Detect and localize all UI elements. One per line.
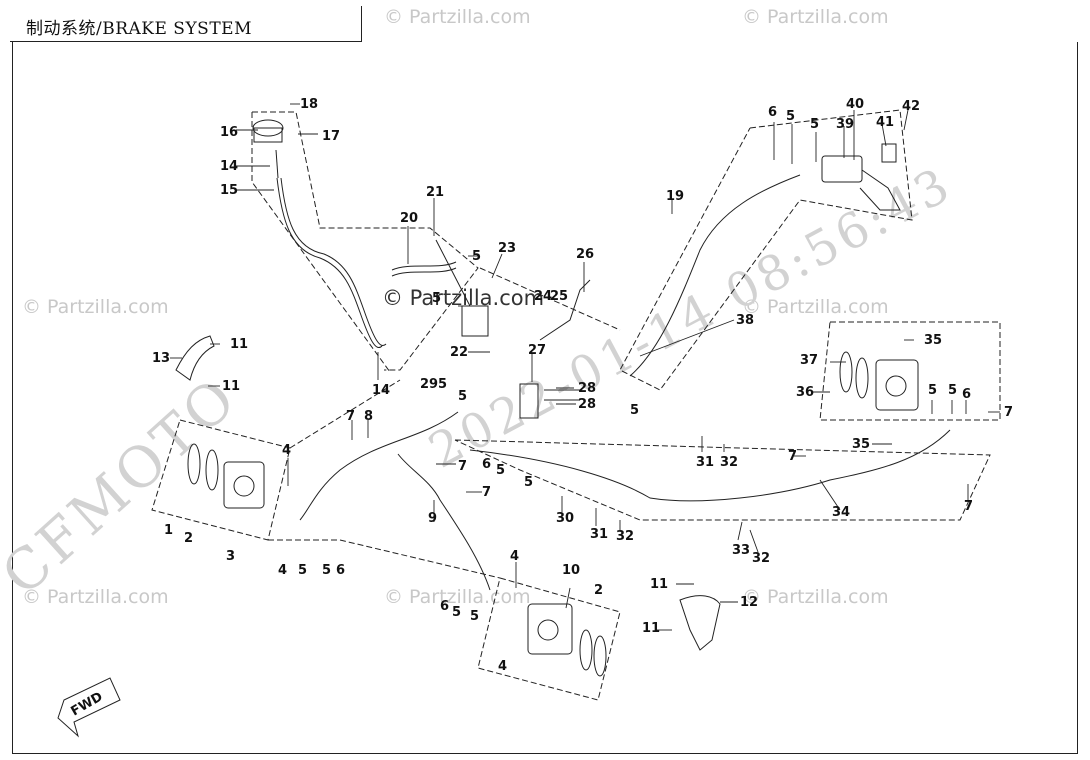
part-callout-25: 25 <box>550 289 568 304</box>
part-callout-31: 31 <box>590 527 608 542</box>
direction-arrow-label: FWD <box>69 689 106 719</box>
part-callout-28: 28 <box>578 381 596 396</box>
part-callout-31: 31 <box>696 455 714 470</box>
part-callout-7: 7 <box>788 449 797 464</box>
part-callout-38: 38 <box>736 313 754 328</box>
part-callout-7: 7 <box>458 459 467 474</box>
part-callout-29: 29 <box>420 377 438 392</box>
part-callout-4: 4 <box>282 443 291 458</box>
part-callout-4: 4 <box>510 549 519 564</box>
part-callout-6: 6 <box>336 563 345 578</box>
part-callout-4: 4 <box>498 659 507 674</box>
part-callout-27: 27 <box>528 343 546 358</box>
part-callout-5: 5 <box>928 383 937 398</box>
part-callout-37: 37 <box>800 353 818 368</box>
part-callout-6: 6 <box>482 457 491 472</box>
part-callout-11: 11 <box>222 379 240 394</box>
part-callout-5: 5 <box>322 563 331 578</box>
rear-master-cylinder-group <box>619 109 913 391</box>
part-callout-36: 36 <box>796 385 814 400</box>
part-callout-21: 21 <box>426 185 444 200</box>
part-callout-5: 5 <box>472 249 481 264</box>
part-callout-32: 32 <box>752 551 770 566</box>
diagram-frame <box>12 42 1078 754</box>
watermark-site: © Partzilla.com <box>742 296 889 318</box>
part-callout-5: 5 <box>298 563 307 578</box>
part-callout-11: 11 <box>230 337 248 352</box>
rear-caliper-group <box>819 321 1001 421</box>
part-callout-5: 5 <box>458 389 467 404</box>
part-callout-5: 5 <box>452 605 461 620</box>
part-callout-17: 17 <box>322 129 340 144</box>
part-callout-40: 40 <box>846 97 864 112</box>
part-callout-5: 5 <box>948 383 957 398</box>
part-callout-23: 23 <box>498 241 516 256</box>
part-callout-1: 1 <box>164 523 173 538</box>
part-callout-13: 13 <box>152 351 170 366</box>
part-callout-5: 5 <box>438 377 447 392</box>
part-callout-20: 20 <box>400 211 418 226</box>
part-callout-5: 5 <box>630 403 639 418</box>
part-callout-28: 28 <box>578 397 596 412</box>
part-callout-14: 14 <box>372 383 390 398</box>
part-callout-33: 33 <box>732 543 750 558</box>
watermark-site: © Partzilla.com <box>22 296 169 318</box>
part-callout-22: 22 <box>450 345 468 360</box>
part-callout-7: 7 <box>346 409 355 424</box>
part-callout-9: 9 <box>428 511 437 526</box>
part-callout-7: 7 <box>482 485 491 500</box>
part-callout-24: 24 <box>534 289 552 304</box>
part-callout-5: 5 <box>432 291 441 306</box>
part-callout-7: 7 <box>1004 405 1013 420</box>
part-callout-2: 2 <box>594 583 603 598</box>
front-right-caliper-group <box>477 577 621 701</box>
part-callout-6: 6 <box>440 599 449 614</box>
part-callout-5: 5 <box>786 109 795 124</box>
title-box <box>10 6 362 42</box>
part-callout-4: 4 <box>278 563 287 578</box>
part-callout-16: 16 <box>220 125 238 140</box>
part-callout-5: 5 <box>810 117 819 132</box>
part-callout-32: 32 <box>616 529 634 544</box>
part-callout-6: 6 <box>962 387 971 402</box>
part-callout-11: 11 <box>650 577 668 592</box>
part-callout-3: 3 <box>226 549 235 564</box>
part-callout-5: 5 <box>524 475 533 490</box>
watermark-site: © Partzilla.com <box>22 586 169 608</box>
part-callout-8: 8 <box>364 409 373 424</box>
part-callout-34: 34 <box>832 505 850 520</box>
part-callout-18: 18 <box>300 97 318 112</box>
front-left-caliper-group <box>151 419 291 541</box>
part-callout-26: 26 <box>576 247 594 262</box>
part-callout-39: 39 <box>836 117 854 132</box>
part-callout-19: 19 <box>666 189 684 204</box>
watermark-site: © Partzilla.com <box>742 586 889 608</box>
part-callout-41: 41 <box>876 115 894 130</box>
page-title: 制动系统/BRAKE SYSTEM <box>26 19 252 39</box>
watermark-site: © Partzilla.com <box>742 6 889 28</box>
part-callout-30: 30 <box>556 511 574 526</box>
part-callout-42: 42 <box>902 99 920 114</box>
part-callout-15: 15 <box>220 183 238 198</box>
part-callout-35: 35 <box>852 437 870 452</box>
part-callout-5: 5 <box>496 463 505 478</box>
part-callout-12: 12 <box>740 595 758 610</box>
part-callout-6: 6 <box>768 105 777 120</box>
part-callout-7: 7 <box>964 499 973 514</box>
part-callout-32: 32 <box>720 455 738 470</box>
watermark-site: © Partzilla.com <box>384 6 531 28</box>
part-callout-5: 5 <box>470 609 479 624</box>
part-callout-11: 11 <box>642 621 660 636</box>
part-callout-35: 35 <box>924 333 942 348</box>
part-callout-2: 2 <box>184 531 193 546</box>
part-callout-10: 10 <box>562 563 580 578</box>
part-callout-14: 14 <box>220 159 238 174</box>
